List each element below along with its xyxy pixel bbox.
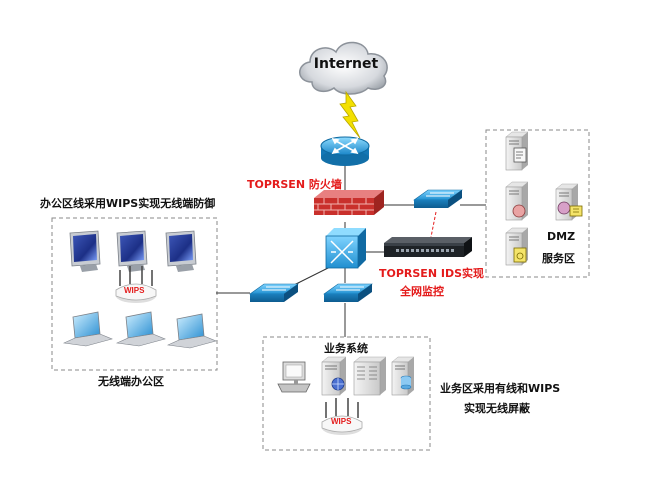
office-zone-title: 办公区线采用WIPS实现无线端防御 (40, 197, 216, 210)
office-zone-caption: 无线端办公区 (98, 375, 164, 388)
dmz-zone-box (485, 129, 590, 278)
business-note-line1: 业务区采用有线和WIPS (440, 382, 561, 395)
office-laptop-1-icon (62, 311, 113, 347)
dmz-server-1-icon (505, 131, 529, 171)
office-laptop-3-icon (166, 313, 217, 349)
business-workstation-icon (277, 361, 311, 393)
office-wips-ap-icon (115, 266, 157, 303)
business-server-1-icon (321, 356, 347, 396)
business-zone-title: 业务系统 (324, 342, 368, 355)
business-wips-ap-icon (321, 398, 363, 435)
office-laptop-2-icon (115, 311, 166, 347)
lightning-icon (339, 90, 361, 139)
core-switch-icon (325, 228, 366, 269)
router-icon (320, 136, 370, 166)
business-storage-server-icon (391, 356, 415, 396)
internet-cloud-icon (299, 41, 388, 95)
office-ap-label: WIPS (124, 286, 145, 295)
firewall-icon (314, 190, 384, 215)
office-zone-box (51, 217, 218, 371)
dmz-server-4-icon (505, 227, 529, 266)
business-ap-label: WIPS (331, 417, 352, 426)
dmz-label-line2: 服务区 (542, 252, 575, 265)
ids-label-line1: TOPRSEN IDS实现 (379, 267, 485, 280)
firewall-label: TOPRSEN 防火墙 (247, 178, 342, 191)
business-server-2-icon (353, 356, 387, 396)
dmz-label-line1: DMZ (547, 230, 576, 243)
dmz-switch-icon (413, 189, 463, 208)
office-monitor-3-icon (165, 230, 197, 272)
ids-label-line2: 全网监控 (400, 285, 444, 298)
office-monitor-2-icon (116, 230, 148, 272)
ids-appliance-icon (384, 237, 472, 257)
dmz-server-3-icon (555, 183, 583, 221)
connection-lines (216, 146, 486, 337)
internet-label: Internet (313, 56, 379, 72)
business-note-line2: 实现无线屏蔽 (464, 402, 530, 415)
business-switch-icon (323, 283, 373, 302)
dmz-server-2-icon (505, 181, 529, 221)
office-switch-icon (249, 283, 299, 302)
office-monitor-1-icon (69, 230, 101, 272)
